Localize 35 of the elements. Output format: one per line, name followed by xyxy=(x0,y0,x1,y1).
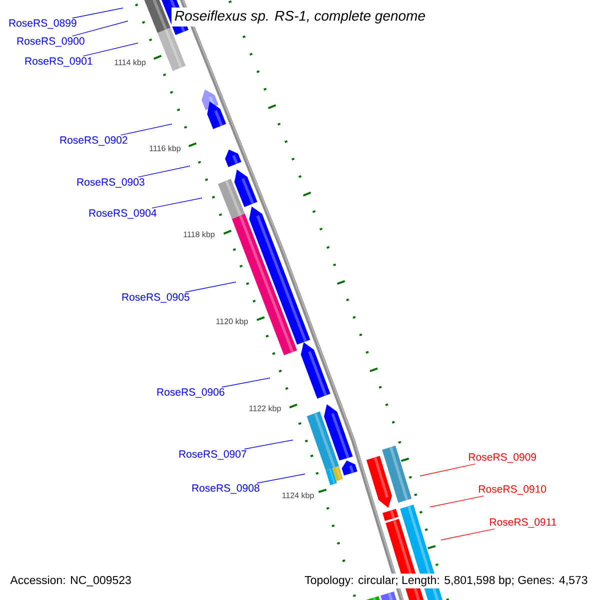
leader-line xyxy=(256,474,306,484)
leader-line xyxy=(138,166,190,178)
gene-label: RoseRS_0911 xyxy=(490,518,556,528)
leader-line xyxy=(440,528,495,540)
gene-label: RoseRS_0906 xyxy=(157,388,224,398)
leader-line xyxy=(222,378,270,388)
scale-label: 1118 kbp xyxy=(184,231,215,239)
gene-label: RoseRS_0903 xyxy=(77,178,144,188)
gene-label: RoseRS_0908 xyxy=(192,484,260,494)
footer-text: Topology: circular; Length: 5,801,598 bp; Genes: 4,573 xyxy=(302,574,590,588)
gene-label: RoseRS_0909 xyxy=(469,453,536,463)
gene-label: RoseRS_0907 xyxy=(179,450,246,460)
leader-line xyxy=(244,440,294,450)
scale-label: 1120 kbp xyxy=(216,318,248,326)
gene-label: RoseRS_0904 xyxy=(89,209,156,219)
gene-label: RoseRS_0905 xyxy=(122,293,190,303)
map-title: Roseiflexus sp. RS-1, complete genome xyxy=(171,7,429,27)
scale-label: 1124 kbp xyxy=(282,492,314,500)
leader-line xyxy=(72,20,128,36)
gene-label: RoseRS_0899 xyxy=(9,19,76,29)
footer-text: Accession: NC_009523 xyxy=(8,574,134,588)
leader-line xyxy=(82,42,138,56)
gene-label: RoseRS_0902 xyxy=(60,136,128,146)
scale-label: 1122 kbp xyxy=(249,405,281,413)
leader-line xyxy=(152,198,202,208)
leader-line xyxy=(72,8,124,18)
gene-label: RoseRS_0900 xyxy=(17,37,84,47)
leader-line xyxy=(120,124,172,136)
gene-label: RoseRS_0910 xyxy=(479,485,546,495)
scale-label: 1114 kbp xyxy=(114,59,146,67)
scale-label: 1116 kbp xyxy=(150,145,181,153)
leader-line xyxy=(420,464,476,476)
leader-line xyxy=(184,282,236,292)
leader-line xyxy=(430,496,484,508)
gene-label: RoseRS_0901 xyxy=(25,57,92,67)
